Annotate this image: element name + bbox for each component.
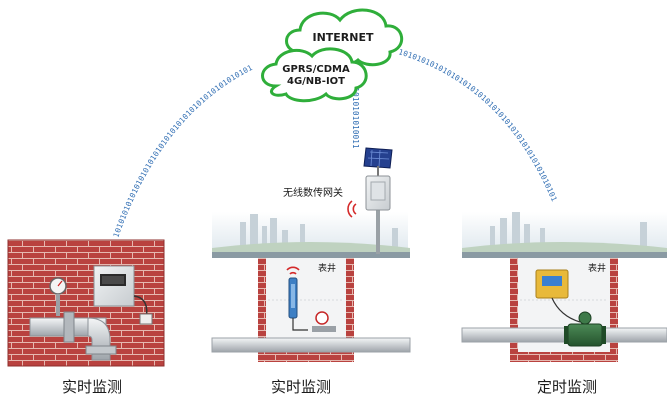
well-label-2: 表井 <box>318 262 336 274</box>
station-2-meter-well <box>211 258 411 362</box>
station-3-meter-well <box>461 258 667 362</box>
wireless-gateway <box>347 147 393 254</box>
network-label-line1: GPRS/CDMA <box>282 64 350 75</box>
wifi-signal-icon <box>286 266 300 275</box>
station-3-caption: 定时监测 <box>537 378 598 396</box>
station-1-brick-wall <box>7 239 165 367</box>
station-2-caption: 实时监测 <box>271 378 332 396</box>
network-cloud <box>261 47 368 103</box>
network-label-line2: 4G/NB-IOT <box>286 76 345 87</box>
well-label-3: 表井 <box>588 262 606 274</box>
city-background-center <box>212 212 410 258</box>
wifi-signal-icon <box>347 200 357 218</box>
internet-label: INTERNET <box>312 31 374 44</box>
city-background-right <box>462 212 667 258</box>
data-stream-center: 101010101010011 <box>351 78 360 149</box>
gateway-label: 无线数传网关 <box>283 186 343 199</box>
data-stream-right: 1010101010101010101010101010101010101010… <box>397 47 558 203</box>
station-1-caption: 实时监测 <box>62 378 123 396</box>
